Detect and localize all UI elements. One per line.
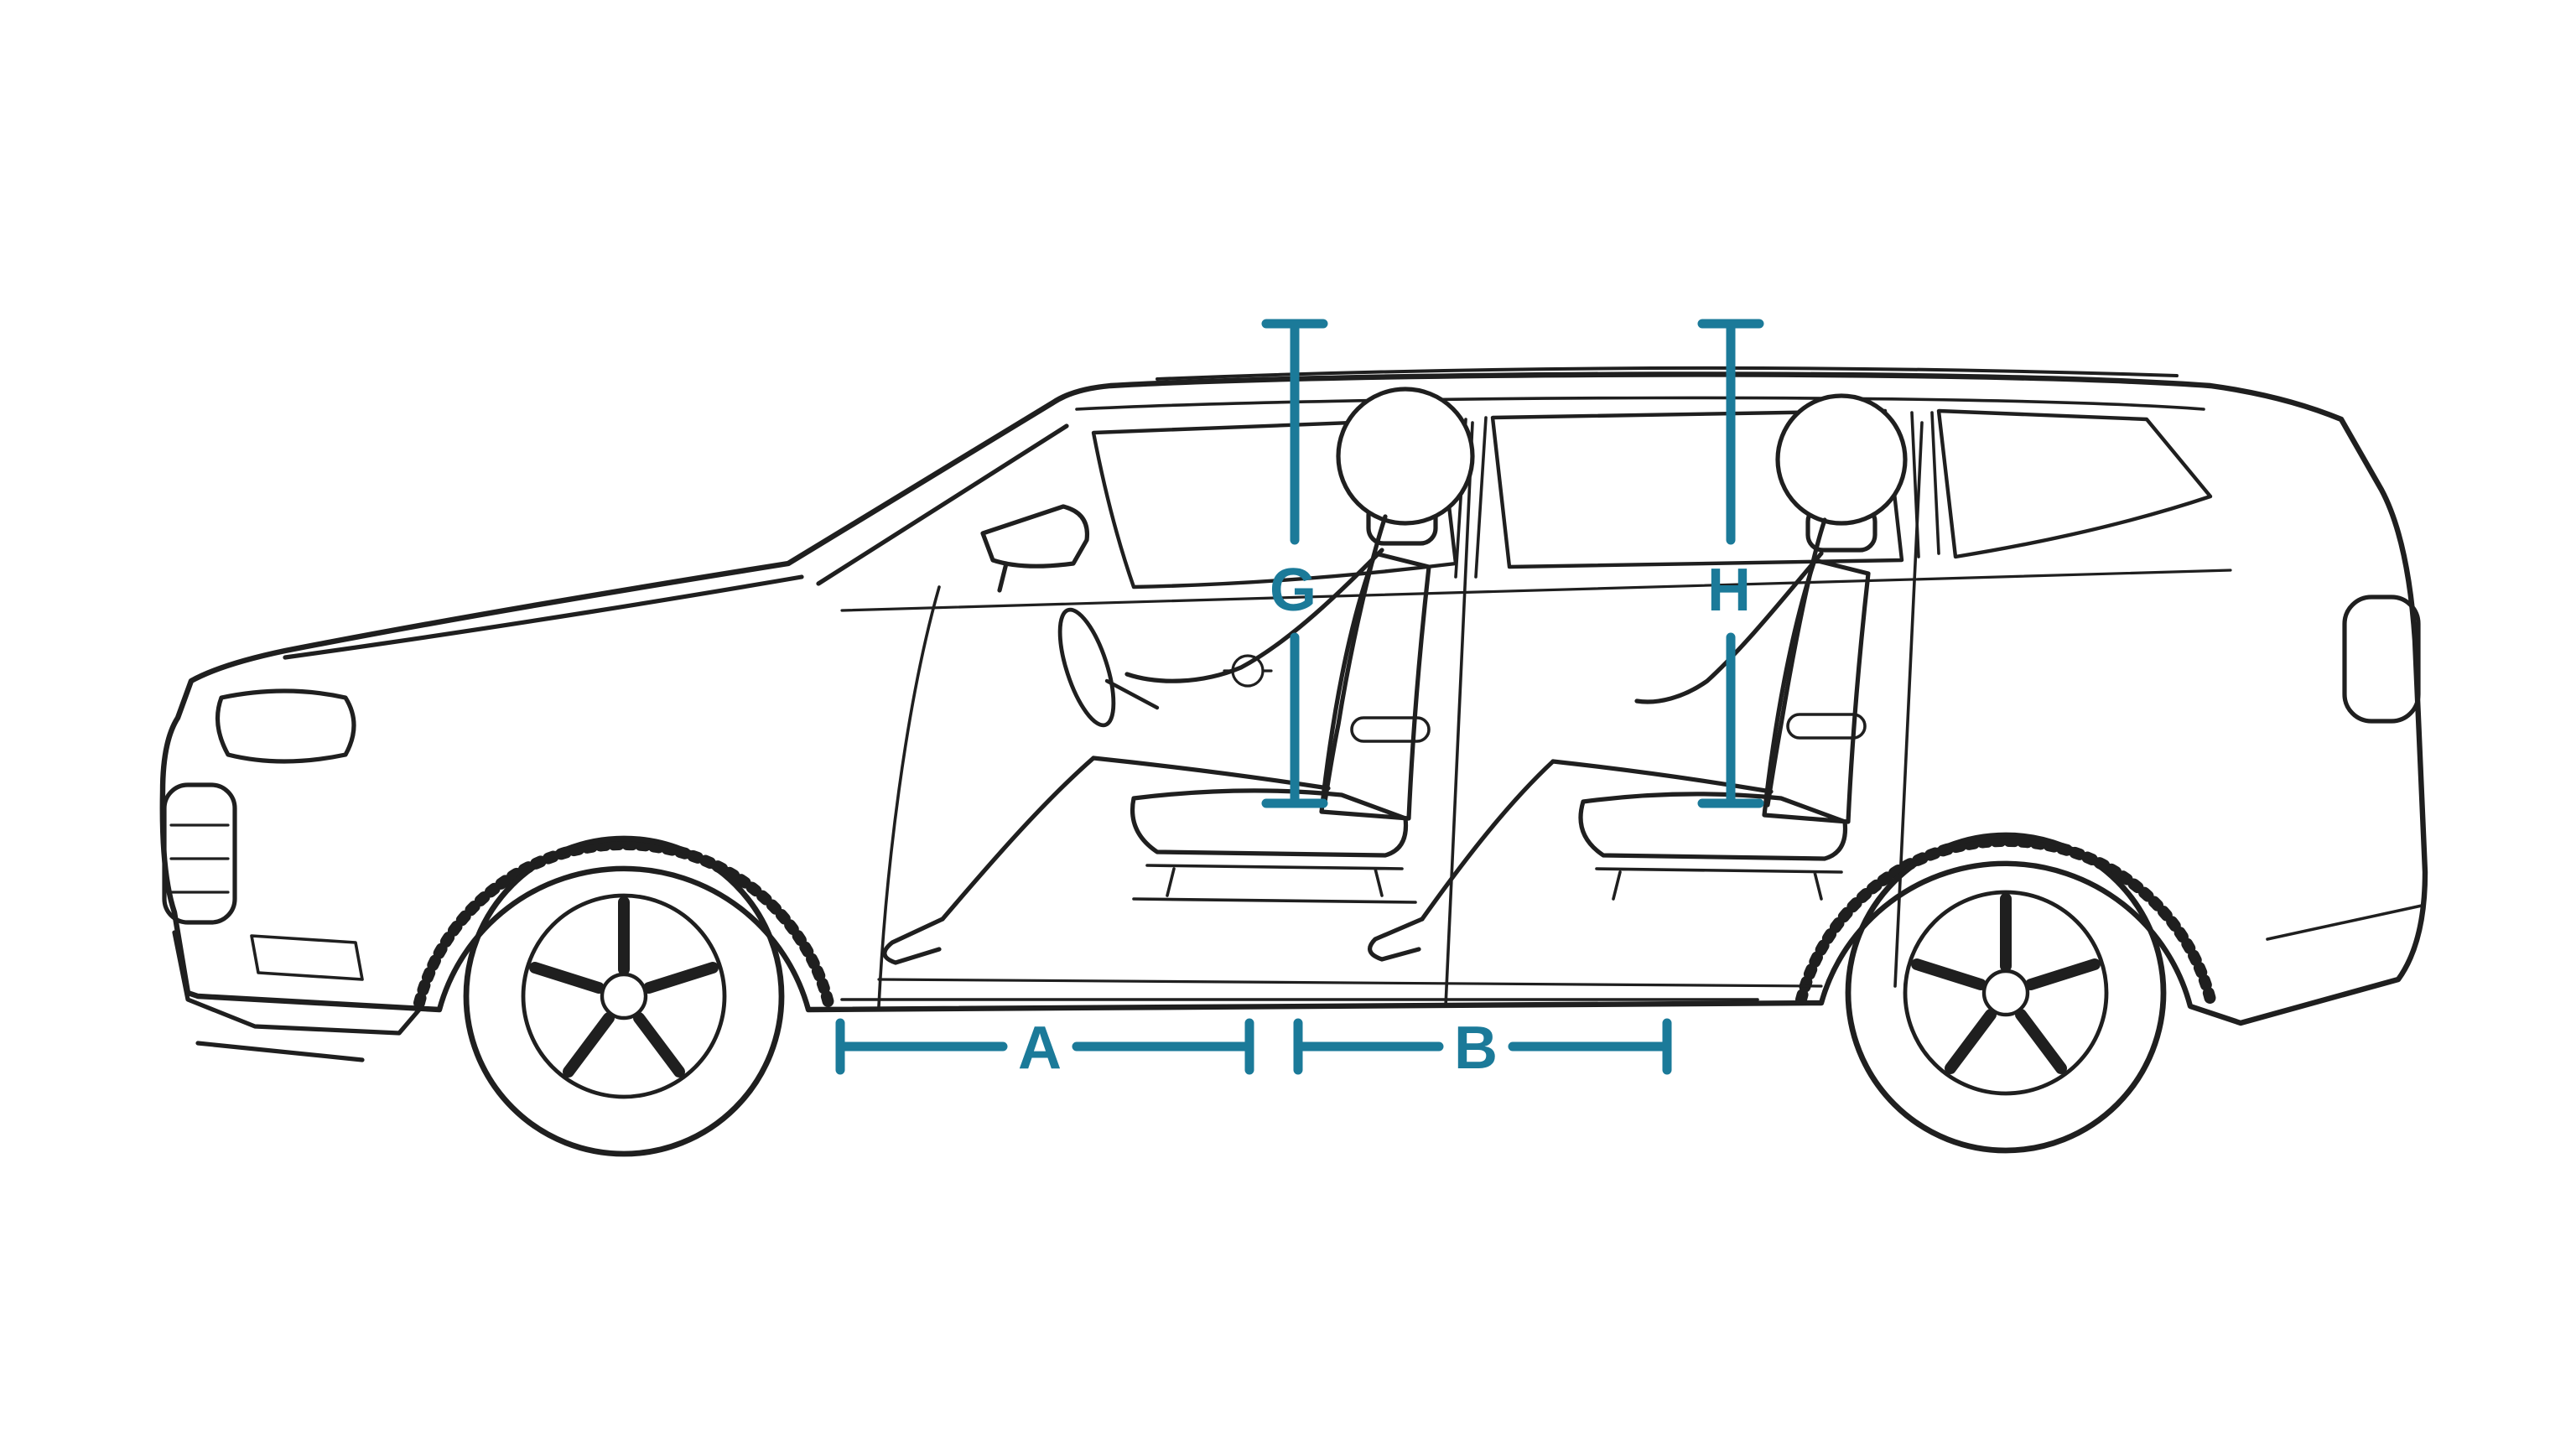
rear-occupant-foot: [1368, 917, 1425, 962]
dimension-h-caps: [1697, 319, 1764, 808]
dimension-a-label: A: [1018, 1015, 1062, 1082]
rear-wheel: [1845, 832, 2167, 1154]
front-spokes: [529, 896, 719, 1078]
front-seat-rails: [1132, 864, 1417, 904]
beltline: [840, 569, 2232, 612]
front-door-window: [1091, 417, 1458, 589]
rear-door-handle: [1786, 713, 1867, 740]
dimension-b-caps: [1293, 1018, 1672, 1075]
dimension-a-caps: [835, 1018, 1254, 1075]
front-arch-trim: [413, 839, 834, 1009]
rear-seat-base: [1578, 792, 1848, 861]
front-bumper-lip: [195, 1041, 365, 1062]
front-door-edge: [877, 585, 941, 1008]
front-bumper: [172, 930, 422, 1036]
rear-rim: [1903, 890, 2109, 1096]
front-seat-occupant: [882, 387, 1475, 965]
rear-door-window: [1490, 408, 1904, 569]
roof-rail: [1156, 366, 2179, 381]
roof-inner-line: [1075, 396, 2205, 411]
dimension-g-caps: [1261, 319, 1328, 808]
dimension-g: [1261, 319, 1328, 808]
front-door-handle: [1350, 716, 1431, 743]
dimension-labels: G H A B: [1018, 557, 1751, 1082]
dimension-b-label: B: [1454, 1015, 1498, 1082]
front-rim: [521, 893, 727, 1099]
windshield: [816, 423, 1069, 586]
rear-arch-trim: [1795, 835, 2216, 1005]
underbody-line: [877, 978, 1823, 988]
hood-line: [283, 574, 804, 660]
rear-seatback: [1762, 558, 1871, 824]
dimension-b: [1293, 1018, 1672, 1075]
rear-occupant-head: [1775, 393, 1908, 526]
car-line-art: [159, 366, 2428, 1157]
rear-seat-occupant: [1368, 393, 1908, 962]
rear-occupant-lower-leg: [1420, 759, 1555, 922]
steering-wheel: [1057, 607, 1160, 728]
rear-bumper-line: [2266, 904, 2423, 941]
front-occupant-arm: [1124, 548, 1384, 683]
lower-intake: [250, 934, 364, 981]
front-tire: [463, 835, 785, 1157]
rear-door-rear-edge: [1893, 421, 1924, 988]
taillight: [2342, 595, 2421, 724]
front-grille: [162, 782, 237, 925]
rear-occupant-torso: [1765, 517, 1827, 808]
quarter-window: [1936, 408, 2213, 559]
rear-spokes: [1911, 893, 2101, 1074]
rear-seat-rails: [1595, 867, 1843, 901]
front-seatback: [1319, 551, 1431, 821]
rear-occupant-thigh: [1550, 759, 1774, 794]
dimension-h-label: H: [1707, 557, 1751, 624]
dimension-h: [1697, 319, 1764, 808]
dimension-lines: [835, 319, 1764, 1075]
front-occupant-head: [1336, 387, 1475, 526]
front-occupant-foot: [882, 917, 945, 965]
rear-tire: [1845, 832, 2167, 1154]
front-seat-base: [1130, 788, 1409, 858]
car-body-outline: [159, 371, 2428, 1026]
front-hub: [600, 972, 648, 1021]
dimension-g-label: G: [1270, 557, 1317, 624]
headlight: [215, 688, 356, 764]
side-mirror: [980, 504, 1090, 593]
rear-occupant-arm: [1634, 551, 1824, 704]
grille-slats: [169, 823, 230, 894]
rear-hub: [1981, 969, 2030, 1017]
front-door-rear-edge: [1444, 421, 1474, 1008]
front-wheel: [463, 835, 785, 1157]
front-occupant-lower-leg: [940, 756, 1096, 922]
dimension-a: [835, 1018, 1254, 1075]
front-occupant-torso: [1322, 514, 1388, 804]
